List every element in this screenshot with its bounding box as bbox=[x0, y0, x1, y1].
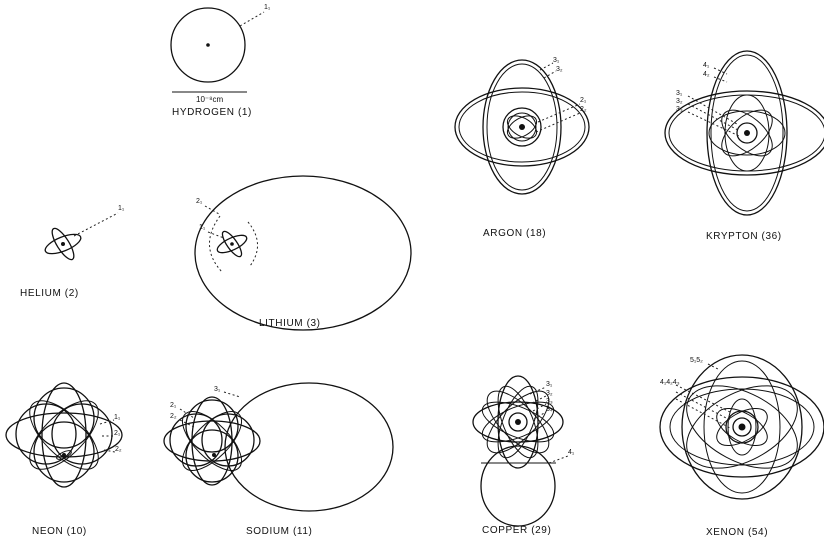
xenon-caption: XENON (54) bbox=[706, 527, 768, 538]
neon-caption: NEON (10) bbox=[32, 526, 87, 537]
argon-orbit-label-3-2: 3₂ bbox=[556, 66, 563, 73]
copper-orbit-label-4-1: 4₁ bbox=[568, 449, 574, 456]
xenon-orbit-label-4: 4₁4₂4₃ bbox=[660, 379, 680, 386]
hydrogen-nucleus bbox=[206, 43, 210, 47]
lithium-dotted-arc-2 bbox=[248, 222, 258, 266]
neon-atom bbox=[6, 383, 122, 487]
helium-caption: HELIUM (2) bbox=[20, 288, 79, 299]
helium-leader-1-1 bbox=[74, 213, 118, 236]
copper-leader-4-1 bbox=[549, 456, 568, 463]
argon-atom bbox=[455, 60, 589, 194]
hydrogen-orbit-label: 1₁ bbox=[264, 4, 270, 11]
copper-atom bbox=[473, 376, 568, 526]
sodium-caption: SODIUM (11) bbox=[246, 526, 312, 537]
xenon-nucleus bbox=[739, 424, 746, 431]
krypton-atom bbox=[665, 51, 824, 215]
xenon-orbit-label-5: 5₁5₂ bbox=[690, 357, 703, 364]
hydrogen-leader-1-1 bbox=[240, 12, 264, 26]
argon-orbit-label-2-2: 2₂ bbox=[580, 106, 587, 113]
neon-orbit-label-2-2: 2₂ bbox=[115, 446, 122, 453]
sodium-nucleus bbox=[212, 453, 216, 457]
sodium-atom bbox=[164, 383, 393, 511]
hydrogen-scale-label: 10⁻⁸cm bbox=[196, 95, 223, 104]
xenon-leader-5 bbox=[708, 364, 720, 370]
krypton-orbit-label-3-2: 3₂ bbox=[676, 98, 683, 105]
lithium-orbit-label-2-1: 2₁ bbox=[196, 198, 202, 205]
argon-caption: ARGON (18) bbox=[483, 228, 546, 239]
copper-nucleus bbox=[515, 419, 521, 425]
sodium-leader-3-1 bbox=[224, 392, 240, 397]
lithium-atom bbox=[195, 176, 411, 330]
xenon-atom bbox=[660, 355, 824, 499]
argon-orbit-label-3-1: 3₁ bbox=[553, 57, 559, 64]
krypton-orbit-label-3-3: 3₃ bbox=[676, 106, 683, 113]
copper-orbit-label-3-3: 3₃ bbox=[546, 398, 553, 405]
copper-orbit-4-1 bbox=[481, 446, 555, 526]
krypton-orbit-label-4-1: 4₁ bbox=[703, 62, 709, 69]
argon-orbit-label-2-1: 2₁ bbox=[580, 97, 586, 104]
neon-orbit-f bbox=[42, 383, 86, 487]
argon-nucleus bbox=[519, 124, 525, 130]
krypton-leader-3-3 bbox=[688, 112, 739, 136]
sodium-orbit-label-3-1: 3₁ bbox=[214, 386, 220, 393]
hydrogen-atom bbox=[171, 8, 264, 92]
krypton-orbit-label-4-2: 4₂ bbox=[703, 71, 710, 78]
argon-leader-2-2 bbox=[536, 113, 580, 132]
lithium-caption: LITHIUM (3) bbox=[259, 318, 321, 329]
lithium-nucleus bbox=[230, 242, 234, 246]
krypton-nucleus bbox=[744, 130, 750, 136]
lithium-orbit-label-1-1: 1₁ bbox=[199, 224, 205, 231]
helium-nucleus bbox=[61, 242, 65, 246]
helium-atom bbox=[43, 213, 118, 262]
neon-orbit-label-1-1: 1₁ bbox=[114, 414, 120, 421]
copper-orbit-label-3-4: 3₄ bbox=[546, 406, 553, 413]
neon-nucleus bbox=[62, 453, 66, 457]
copper-caption: COPPER (29) bbox=[482, 525, 551, 536]
lithium-orbit-2-1 bbox=[195, 176, 411, 330]
copper-orbit-label-3-1: 3₁ bbox=[546, 381, 552, 388]
sodium-orbit-label-2-1: 2₁ bbox=[170, 402, 176, 409]
sodium-orbit-label-2-2: 2₂ bbox=[170, 413, 177, 420]
helium-orbit-label: 1₁ bbox=[118, 205, 124, 212]
sodium-orbit-d bbox=[186, 430, 238, 482]
sodium-orbit-3-1 bbox=[225, 383, 393, 511]
krypton-orbit-label-3-1: 3₁ bbox=[676, 90, 682, 97]
krypton-caption: KRYPTON (36) bbox=[706, 231, 782, 242]
neon-orbit-g bbox=[19, 390, 110, 481]
neon-orbit-label-2-1: 2₁ bbox=[114, 430, 120, 437]
copper-orbit-label-3-2: 3₂ bbox=[546, 390, 553, 397]
hydrogen-caption: HYDROGEN (1) bbox=[172, 107, 252, 118]
neon-orbit-h bbox=[19, 390, 110, 481]
